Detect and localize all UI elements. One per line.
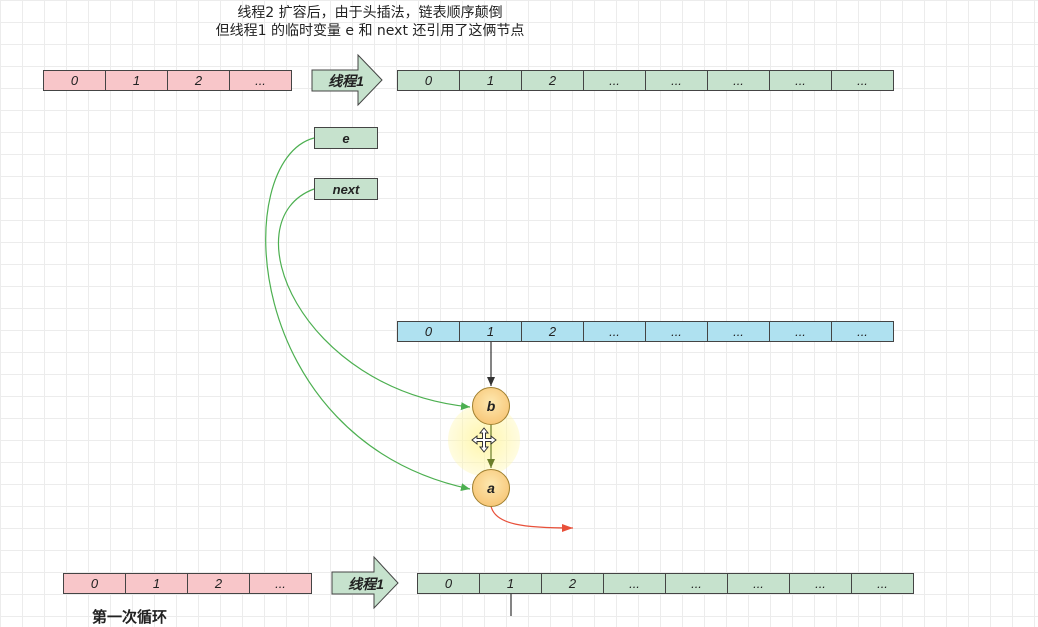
bottom-old-cell-1: 1 xyxy=(125,573,188,594)
a-next-red-arrow xyxy=(490,505,574,532)
top-old-cell-3: ... xyxy=(229,70,292,91)
node-a[interactable]: a xyxy=(472,469,510,507)
bottom-thread-label: 线程1 xyxy=(348,575,384,592)
bottom-new-array: 0 1 2 ... ... ... ... ... xyxy=(417,573,914,594)
bottom-new-cell-2: 2 xyxy=(541,573,604,594)
move-cursor-icon xyxy=(471,427,497,453)
bottom-new-cell-6: ... xyxy=(789,573,852,594)
middle-cell-5: ... xyxy=(707,321,770,342)
bottom-old-array: 0 1 2 ... xyxy=(63,573,312,594)
middle-cell-7: ... xyxy=(831,321,894,342)
bottom-new-cell-4: ... xyxy=(665,573,728,594)
e-to-a-curve xyxy=(265,137,471,492)
top-new-array: 0 1 2 ... ... ... ... ... xyxy=(397,70,894,91)
top-thread-label: 线程1 xyxy=(328,72,364,89)
top-old-array: 0 1 2 ... xyxy=(43,70,292,91)
middle-array: 0 1 2 ... ... ... ... ... xyxy=(397,321,894,342)
top-new-cell-1: 1 xyxy=(459,70,522,91)
top-new-cell-7: ... xyxy=(831,70,894,91)
caption: 线程2 扩容后，由于头插法，链表顺序颠倒 但线程1 的临时变量 e 和 next… xyxy=(170,4,570,40)
bottom-thread-arrow-shape xyxy=(331,555,399,610)
middle-cell-0: 0 xyxy=(397,321,460,342)
next-to-b-curve xyxy=(277,188,471,411)
bottom-new-cell-7: ... xyxy=(851,573,914,594)
bottom-new-cell-3: ... xyxy=(603,573,666,594)
bottom-new-cell-5: ... xyxy=(727,573,790,594)
top-old-cell-2: 2 xyxy=(167,70,230,91)
bottom-old-cell-3: ... xyxy=(249,573,312,594)
bottom-old-cell-2: 2 xyxy=(187,573,250,594)
top-thread-arrow-shape xyxy=(311,53,383,107)
middle-cell-2: 2 xyxy=(521,321,584,342)
pointer-e-tag: e xyxy=(314,127,378,149)
caption-line-2: 但线程1 的临时变量 e 和 next 还引用了这俩节点 xyxy=(215,23,525,39)
bottom-new-cell-1: 1 xyxy=(479,573,542,594)
node-b[interactable]: b xyxy=(472,387,510,425)
bottom-old-cell-0: 0 xyxy=(63,573,126,594)
pointer-next-tag: next xyxy=(314,178,378,200)
caption-line-1: 线程2 扩容后，由于头插法，链表顺序颠倒 xyxy=(237,5,503,21)
loop-caption: 第一次循环 xyxy=(92,608,168,626)
middle-cell-1: 1 xyxy=(459,321,522,342)
bottom-new-cell-0: 0 xyxy=(417,573,480,594)
